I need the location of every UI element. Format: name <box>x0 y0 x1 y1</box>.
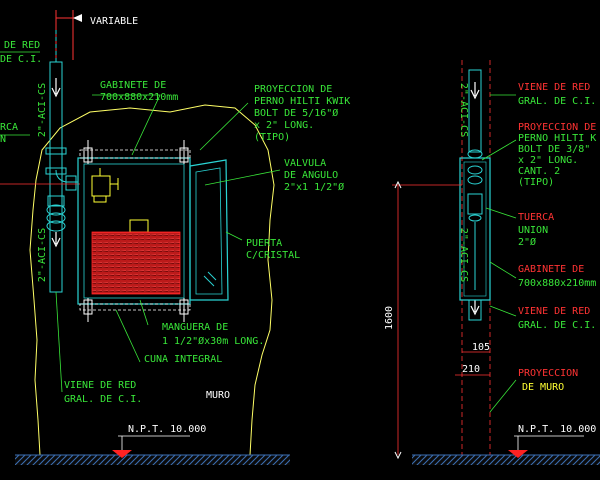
right-gabinete-2: 700x880x210mm <box>518 278 596 289</box>
glass-door <box>189 159 229 301</box>
floor-hatch <box>15 455 290 465</box>
label-proyeccion-2: PERNO HILTI KWIK <box>254 96 350 107</box>
left-pipe-tag-bottom: 2"-ACI-CS <box>37 228 48 282</box>
label-variable: VARIABLE <box>90 16 138 27</box>
left-pipe-tag-top: 2"-ACI-CS <box>37 83 48 137</box>
label-de-ci: DE C.I. <box>0 54 42 65</box>
label-puerta-1: PUERTA <box>246 238 282 249</box>
label-n: N <box>0 134 6 145</box>
wall-outline <box>29 104 275 456</box>
label-npt-left: N.P.T. 10.000 <box>128 424 206 435</box>
angle-valve <box>91 168 119 203</box>
right-dim-1600: 1600 <box>384 306 395 330</box>
label-gabinete-2: 700x880x210mm <box>100 92 178 103</box>
left-elevation: 2"-ACI-CS 2"-ACI-CS <box>0 10 290 465</box>
right-viene-bot-1: VIENE DE RED <box>518 306 590 317</box>
right-viene-top-2: GRAL. DE C.I. <box>518 96 596 107</box>
label-proyeccion-4: x 2" LONG. <box>254 120 314 131</box>
right-proyeccion-5: CANT. 2 <box>518 166 560 177</box>
label-viene-2: GRAL. DE C.I. <box>64 394 142 405</box>
label-proyeccion-5: (TIPO) <box>254 132 290 143</box>
label-manguera-1: MANGUERA DE <box>162 322 228 333</box>
right-pipe-tag-bottom: 2"-ACI-CS <box>458 228 469 282</box>
label-valvula-1: VALVULA <box>284 158 326 169</box>
right-dim-105: 105 <box>472 342 490 353</box>
right-proy-muro-1: PROYECCION <box>518 368 578 379</box>
label-valvula-3: 2"x1 1/2"Ø <box>284 181 344 193</box>
right-proyeccion-3: BOLT DE 3/8" <box>518 144 590 155</box>
right-proyeccion-4: x 2" LONG. <box>518 155 578 166</box>
label-manguera-2: 1 1/2"Øx30m LONG. <box>162 335 264 347</box>
right-viene-bot-2: GRAL. DE C.I. <box>518 320 596 331</box>
right-proyeccion-2: PERNO HILTI K <box>518 133 596 144</box>
right-proyeccion-6: (TIPO) <box>518 177 554 188</box>
right-union: UNION <box>518 225 548 236</box>
label-viene-1: VIENE DE RED <box>64 380 136 391</box>
label-proyeccion-3: BOLT DE 5/16"Ø <box>254 107 338 119</box>
right-viene-top-1: VIENE DE RED <box>518 82 590 93</box>
right-proyeccion-1: PROYECCION DE <box>518 122 596 133</box>
right-section <box>392 60 600 465</box>
label-de-red: DE RED <box>4 40 40 51</box>
label-gabinete-1: GABINETE DE <box>100 80 166 91</box>
hose-coil <box>91 231 181 295</box>
label-npt-right: N.P.T. 10.000 <box>518 424 596 435</box>
label-proyeccion-1: PROYECCION DE <box>254 84 332 95</box>
cabinet-projection <box>79 149 191 159</box>
right-tuerca: TUERCA <box>518 212 554 223</box>
right-proy-muro-2: DE MURO <box>522 382 564 393</box>
cabinet-inner <box>83 163 185 299</box>
label-cuna: CUNA INTEGRAL <box>144 354 222 365</box>
label-puerta-2: C/CRISTAL <box>246 250 300 261</box>
right-gabinete-1: GABINETE DE <box>518 264 584 275</box>
label-muro: MURO <box>206 390 230 401</box>
right-union-size: 2"Ø <box>518 236 536 248</box>
label-rca: RCA <box>0 122 18 133</box>
label-valvula-2: DE ANGULO <box>284 170 338 181</box>
right-dim-210: 210 <box>462 364 480 375</box>
right-pipe-tag-top: 2"-ACI-CS <box>458 83 469 137</box>
